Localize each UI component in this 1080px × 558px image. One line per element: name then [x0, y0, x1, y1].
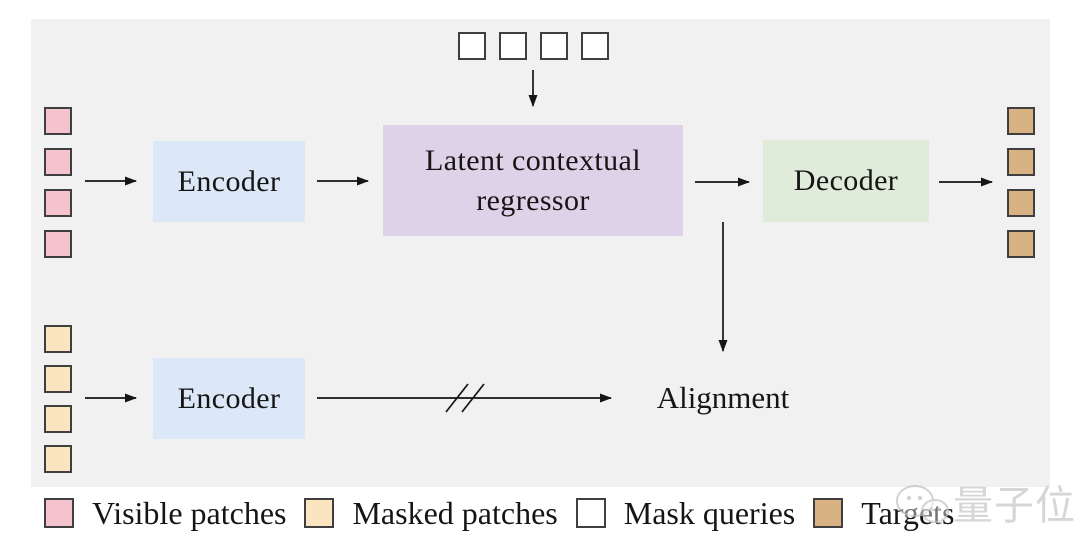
encoder-bottom-box: Encoder [153, 358, 305, 439]
latent-contextual-regressor-box: Latent contextual regressor [383, 125, 683, 236]
watermark-text: 量子位 [953, 483, 1076, 529]
legend-masked-patches-label: Masked patches [352, 495, 558, 531]
mask-query-patch [540, 32, 568, 60]
target-patch [1007, 189, 1035, 217]
visible-patch [44, 189, 72, 217]
masked-patch [44, 405, 72, 433]
visible-patch [44, 148, 72, 176]
masked-patch [44, 445, 72, 473]
masked-patch [44, 365, 72, 393]
legend-mask-queries-label: Mask queries [623, 495, 796, 531]
visible-patches-stack [44, 107, 72, 258]
target-patch [1007, 107, 1035, 135]
target-patch [1007, 230, 1035, 258]
legend-mask-queries-swatch [575, 498, 606, 528]
encoder-top-box: Encoder [153, 141, 305, 222]
masked-patch [44, 325, 72, 353]
masked-patches-stack [44, 325, 72, 473]
encoder-top-label: Encoder [177, 164, 281, 198]
legend-masked-patches-swatch [304, 498, 335, 528]
regressor-label: Latent contextual regressor [425, 143, 641, 217]
target-patch [1007, 148, 1035, 176]
decoder-label: Decoder [793, 164, 899, 197]
wechat-bubbles-icon [896, 485, 949, 527]
encoder-bottom-label: Encoder [177, 381, 281, 415]
decoder-box: Decoder [763, 140, 929, 222]
legend-visible-patches-swatch [44, 498, 74, 528]
alignment-label: Alignment [656, 380, 790, 415]
mask-query-patch [499, 32, 527, 60]
legend-visible-patches-label: Visible patches [92, 495, 287, 531]
visible-patch [44, 230, 72, 258]
mask-queries-row [458, 32, 609, 60]
legend: Visible patches Masked patches Mask quer… [44, 496, 954, 530]
targets-stack [1007, 107, 1035, 258]
visible-patch [44, 107, 72, 135]
legend-targets-swatch [813, 498, 844, 528]
legend-targets-label: Targets [861, 496, 954, 530]
mask-query-patch [458, 32, 486, 60]
mask-query-patch [581, 32, 609, 60]
watermark: 量子位 [893, 481, 1076, 531]
